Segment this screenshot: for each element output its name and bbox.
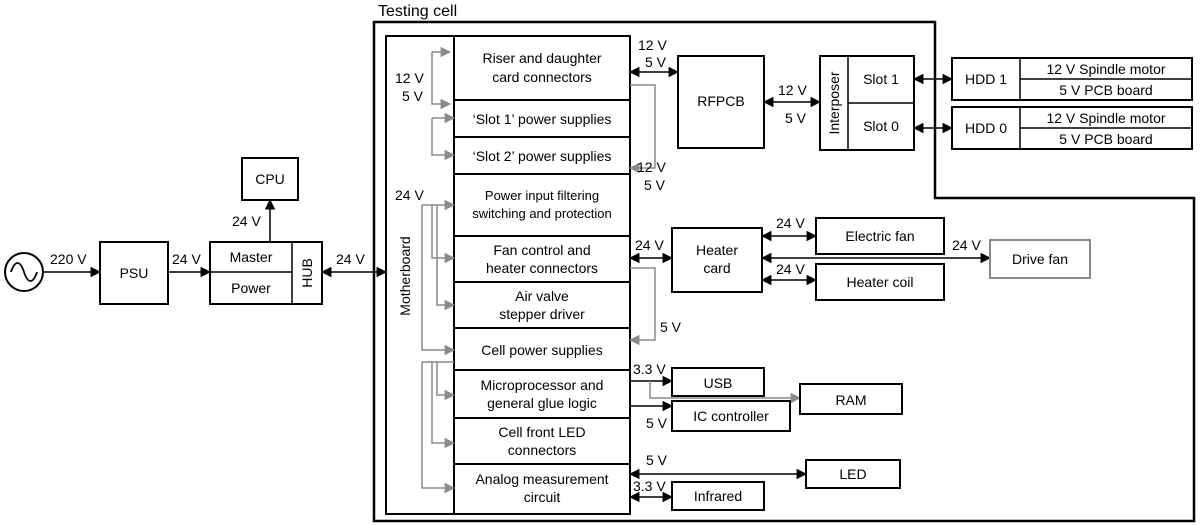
label-riser-5v: 5 V: [645, 54, 667, 70]
led-label: LED: [839, 466, 866, 482]
label-mb-12v-right: 12 V: [637, 159, 666, 175]
psu-label: PSU: [120, 265, 149, 281]
interposer-label: Interposer: [826, 71, 842, 134]
label-usb-3v3: 3.3 V: [633, 361, 666, 377]
hdd1-pcb-label: 5 V PCB board: [1059, 82, 1152, 98]
hub-label: HUB: [299, 258, 315, 288]
label-mb-24v-left: 24 V: [395, 187, 424, 203]
psu-box: [99, 241, 169, 305]
label-cpu-24v: 24 V: [232, 213, 261, 229]
label-mb-12v-left: 12 V: [395, 70, 424, 86]
infrared-label: Infrared: [694, 488, 742, 504]
motherboard-internal-wiring: [421, 46, 656, 494]
label-rfpcb-5v: 5 V: [785, 110, 807, 126]
usb-box: [671, 367, 765, 397]
hdd0-label: HDD 0: [965, 120, 1007, 136]
hdd1-spindle-label: 12 V Spindle motor: [1046, 61, 1165, 77]
testing-cell-outline: [372, 20, 1196, 523]
label-coil-24v: 24 V: [776, 261, 805, 277]
led-conn-label-2: connectors: [508, 442, 576, 458]
heater-card-label-1: Heater: [696, 242, 738, 258]
ic-controller-label: IC controller: [693, 408, 769, 424]
fan-control-label-1: Fan control and: [493, 242, 590, 258]
ram-box: [799, 383, 903, 415]
cell-power-supplies-box: [453, 327, 631, 371]
label-ic-5v: 5 V: [646, 415, 668, 431]
slot1-ps-label: ‘Slot 1’ power supplies: [473, 111, 612, 127]
ac-sine-source-icon: [4, 252, 44, 292]
riser-label-2: card connectors: [492, 69, 592, 85]
micro-label-1: Microprocessor and: [481, 377, 604, 393]
micro-label-2: general glue logic: [487, 395, 597, 411]
label-led-5v: 5 V: [646, 452, 668, 468]
label-riser-12v: 12 V: [638, 37, 667, 53]
riser-connectors-box: [453, 35, 631, 101]
rfpcb-label: RFPCB: [697, 93, 744, 109]
power-input-label-2: switching and protection: [472, 206, 611, 221]
label-rfpcb-12v: 12 V: [778, 82, 807, 98]
rfpcb-box: [677, 55, 765, 149]
heater-card-label-2: card: [703, 260, 730, 276]
ic-controller-box: [671, 400, 791, 432]
hdd1-label: HDD 1: [965, 71, 1007, 87]
label-hub-24v: 24 V: [336, 251, 365, 267]
cpu-box: [241, 157, 299, 201]
ram-label: RAM: [835, 392, 866, 408]
heater-coil-box: [815, 263, 945, 301]
label-dfan-24v: 24 V: [952, 237, 981, 253]
led-box: [805, 459, 901, 489]
label-air-5v: 5 V: [660, 319, 682, 335]
analog-measurement-box: [453, 463, 631, 515]
slot2-ps-label: ‘Slot 2’ power supplies: [473, 148, 612, 164]
hdd0-pcb-label: 5 V PCB board: [1059, 131, 1152, 147]
usb-label: USB: [704, 375, 733, 391]
air-valve-label-1: Air valve: [515, 288, 569, 304]
electric-fan-box: [815, 217, 945, 255]
power-input-label-1: Power input filtering: [485, 188, 599, 203]
air-valve-label-2: stepper driver: [499, 306, 585, 322]
hdd0-spindle-label: 12 V Spindle motor: [1046, 110, 1165, 126]
testing-cell-title: Testing cell: [378, 3, 457, 20]
label-ir-3v3: 3.3 V: [633, 478, 666, 494]
electric-fan-label: Electric fan: [845, 228, 914, 244]
cpu-label: CPU: [255, 171, 285, 187]
drive-fan-box: [989, 239, 1091, 279]
slot1-label: Slot 1: [863, 71, 899, 87]
label-mb-5v-left: 5 V: [402, 88, 424, 104]
power-input-box: [453, 173, 631, 237]
analog-label-2: circuit: [524, 489, 561, 505]
cell-ps-label: Cell power supplies: [481, 342, 602, 358]
slot0-label: Slot 0: [863, 118, 899, 134]
riser-label-1: Riser and daughter: [482, 50, 601, 66]
motherboard-label: Motherboard: [397, 236, 413, 315]
label-fan-24v: 24 V: [635, 237, 664, 253]
led-conn-label-1: Cell front LED: [498, 424, 585, 440]
label-efan-24v: 24 V: [776, 215, 805, 231]
heater-card-box: [671, 227, 763, 293]
heater-coil-label: Heater coil: [847, 274, 914, 290]
fan-control-box: [453, 235, 631, 283]
label-220v: 220 V: [50, 251, 87, 267]
fan-control-label-2: heater connectors: [486, 260, 598, 276]
master-label: Master: [230, 249, 273, 265]
analog-label-1: Analog measurement: [475, 471, 608, 487]
power-label: Power: [231, 280, 271, 296]
infrared-box: [671, 481, 765, 511]
micro-to-ram-arrow: [649, 381, 802, 404]
drive-fan-label: Drive fan: [1012, 251, 1068, 267]
label-psu-24v: 24 V: [172, 251, 201, 267]
label-mb-5v-right: 5 V: [644, 177, 666, 193]
